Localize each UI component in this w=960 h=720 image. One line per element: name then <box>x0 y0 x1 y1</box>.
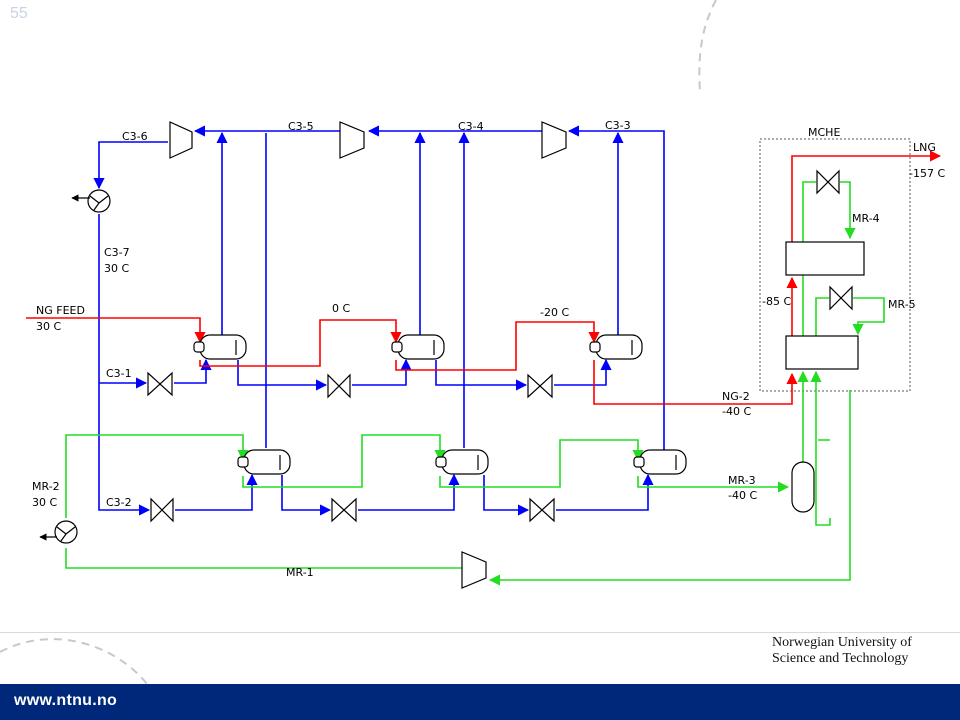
footer-divider <box>0 632 960 633</box>
c3-compressor-2-icon[interactable] <box>339 121 365 159</box>
kettle5-liquid-out <box>483 475 530 516</box>
label-c3-2: C3-2 <box>106 496 132 509</box>
mixed-refrigerant-lines <box>65 181 885 586</box>
label-lng: LNG <box>913 141 936 154</box>
c3-7-stream <box>98 214 151 516</box>
kettle-6-icon <box>633 449 687 475</box>
label-mr-4: MR-4 <box>852 212 880 225</box>
label-c3-6: C3-6 <box>122 130 148 143</box>
valve-5-icon[interactable] <box>331 497 357 523</box>
ng-feed-stream <box>26 317 206 344</box>
label-mr-2: MR-2 <box>32 480 60 493</box>
label-temp-m20c: -20 C <box>540 306 569 319</box>
footer-url-link[interactable]: www.ntnu.no <box>14 692 118 709</box>
label-temp-m85c: -85 C <box>762 295 791 308</box>
valve3-outlet <box>554 358 612 386</box>
page-number: 55 <box>10 5 28 22</box>
mr-kettle4-out <box>242 434 446 488</box>
mr-1-compressor-out <box>65 548 462 569</box>
kettle-5-icon <box>435 449 489 475</box>
kettle-4-icon <box>237 449 291 475</box>
mr-4-stream <box>802 181 816 338</box>
valve1-outlet <box>174 358 212 384</box>
c3-compressor-1-icon[interactable] <box>169 121 193 159</box>
kettle-3-icon <box>589 334 643 360</box>
label-mr-5: MR-5 <box>888 298 916 311</box>
kettle4-liquid-out <box>281 475 332 516</box>
label-mr-2-temp: 30 C <box>32 496 57 509</box>
valve-2-icon[interactable] <box>327 373 351 399</box>
label-lng-temp: -157 C <box>909 167 945 180</box>
university-name-line1: Norwegian University of <box>772 635 912 650</box>
kettle2-liquid-out <box>435 360 528 391</box>
label-mr-3-temp: -40 C <box>728 489 757 502</box>
c3-6-stream <box>93 141 168 190</box>
mr-kettle5-out <box>439 439 644 488</box>
mche-boundary <box>759 138 911 392</box>
valve-3-icon[interactable] <box>527 373 553 399</box>
lng-stream <box>791 150 942 242</box>
c3-3-stream <box>567 125 665 450</box>
natural-gas-lines <box>26 150 942 405</box>
ng-2-stream <box>593 360 798 405</box>
label-ng-feed-temp: 30 C <box>36 320 61 333</box>
kettle-2-icon <box>391 334 445 360</box>
label-temp-0c: 0 C <box>332 302 350 315</box>
kettle1-liquid-out <box>237 360 328 391</box>
mr-2-stream <box>65 434 249 518</box>
mche-cold-bundle <box>785 241 865 276</box>
kettle-1-icon <box>193 334 247 360</box>
mche-warm-bundle <box>785 335 859 370</box>
separator-liquid-out <box>810 370 831 526</box>
c3-condenser-icon <box>71 189 111 213</box>
label-c3-5: C3-5 <box>288 120 314 133</box>
valve-c3-1-icon[interactable] <box>147 371 173 397</box>
valve-c3-2-icon[interactable] <box>150 497 174 523</box>
valve2-outlet <box>352 358 412 386</box>
label-ng-2: NG-2 <box>722 390 750 403</box>
valve-mr-5-icon[interactable] <box>829 285 853 311</box>
university-name: Norwegian University of Science and Tech… <box>772 635 912 667</box>
university-name-line2: Science and Technology <box>772 651 909 666</box>
c3-compressor-3-icon[interactable] <box>541 121 567 159</box>
ng-after-precooler-1 <box>199 319 402 367</box>
label-mr-3: MR-3 <box>728 474 756 487</box>
footer-bar: www.ntnu.no <box>0 684 960 720</box>
mr-compressor-icon[interactable] <box>461 551 487 589</box>
label-mr-1: MR-1 <box>286 566 314 579</box>
mr-5-stream <box>815 297 829 338</box>
mr-cooler-icon <box>39 520 78 544</box>
label-ng-2-temp: -40 C <box>722 405 751 418</box>
mr-3-stream <box>637 476 790 493</box>
mr-1-stream <box>488 390 851 586</box>
label-c3-3: C3-3 <box>605 119 631 132</box>
valve-6-icon[interactable] <box>529 497 555 523</box>
stream-labels: C3-6 C3-5 C3-4 C3-3 C3-7 30 C NG FEED 30… <box>32 119 945 579</box>
valve6-outlet <box>556 473 654 511</box>
label-c3-1: C3-1 <box>106 367 132 380</box>
mr-5-valve-outlet <box>852 297 885 336</box>
label-c3-4: C3-4 <box>458 120 484 133</box>
mr-4-valve-outlet <box>840 181 856 240</box>
label-mche: MCHE <box>808 126 840 139</box>
c3-2-valve-outlet <box>175 473 258 511</box>
valve-mr-4-icon[interactable] <box>816 169 840 195</box>
label-c3-7-temp: 30 C <box>104 262 129 275</box>
top-decorative-curve <box>698 0 717 93</box>
label-ng-feed: NG FEED <box>36 304 85 317</box>
mr-separator-icon <box>791 461 815 513</box>
label-c3-7: C3-7 <box>104 246 130 259</box>
equipment <box>39 121 865 589</box>
ng-after-precooler-2 <box>395 321 600 371</box>
